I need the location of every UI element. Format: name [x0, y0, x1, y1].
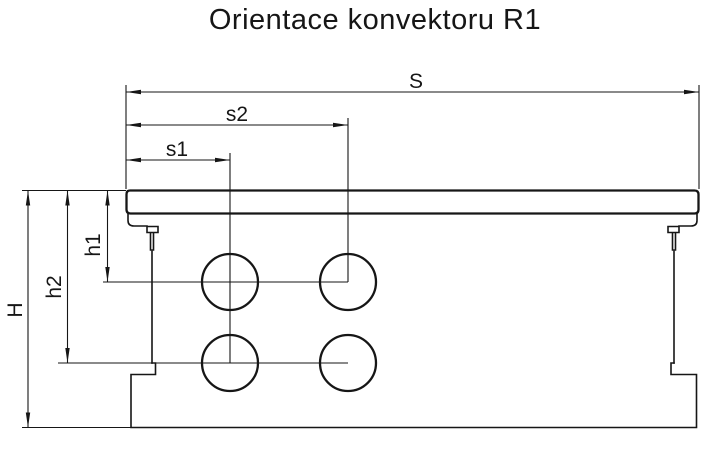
arrow-s1-right [215, 157, 230, 163]
dimension-labels: S s2 s1 h1 h2 H [4, 70, 423, 318]
arrow-s2-right [333, 122, 348, 128]
dim-label-h2: h2 [43, 275, 66, 298]
arrow-H-bottom [25, 412, 31, 428]
arrow-s2-left [126, 122, 141, 128]
arrow-H-top [25, 190, 31, 206]
convector-body [125, 189, 700, 429]
tub-bottom [130, 362, 698, 429]
dimension-lines [22, 85, 700, 429]
left-edge-clip [146, 225, 159, 251]
right-hanger-step [678, 212, 698, 227]
dimension-arrows [25, 89, 699, 428]
diagram-title: Orientace konvektoru R1 [208, 4, 542, 36]
right-edge-clip [667, 225, 680, 251]
left-hanger-step [127, 212, 148, 227]
dim-label-H: H [4, 302, 27, 317]
dim-label-S: S [409, 70, 423, 93]
arrow-h2-bottom [65, 348, 70, 363]
arrow-h2-top [65, 190, 70, 206]
grille-plate [125, 189, 700, 215]
dim-label-s1: s1 [166, 138, 188, 161]
dim-label-h1: h1 [82, 233, 105, 256]
arrow-h1-bottom [105, 267, 110, 282]
arrow-S-right [684, 89, 699, 95]
arrow-h1-top [105, 190, 110, 206]
arrow-s1-left [126, 157, 141, 163]
arrow-S-left [126, 89, 141, 95]
dim-label-s2: s2 [226, 103, 248, 126]
